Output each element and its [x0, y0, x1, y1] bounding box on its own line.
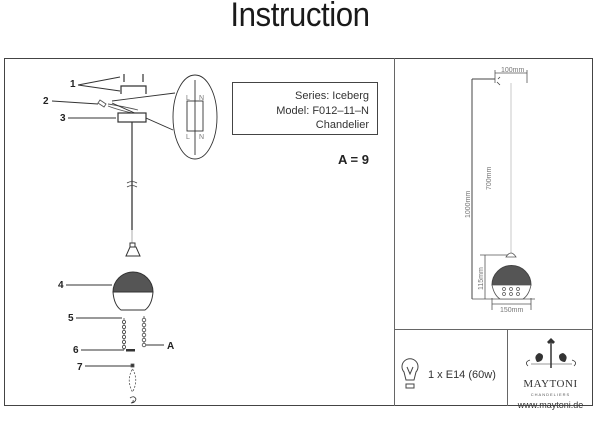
wire-label-n1: N [199, 95, 204, 102]
bulb-spec: 1 x E14 (60w) [428, 369, 496, 381]
leader-1a [77, 76, 121, 86]
callout-3: 3 [60, 113, 66, 124]
series-label: Series: Iceberg [295, 90, 369, 102]
callout-1: 1 [70, 79, 76, 90]
assembly-note: A = 9 [338, 152, 369, 167]
crystal-strand-icon [122, 316, 147, 350]
dimension-drawing [471, 70, 535, 310]
callout-6: 6 [73, 345, 79, 356]
leader-2 [51, 100, 99, 105]
dim-canopy-width: 100mm [501, 67, 525, 74]
brand-name: MAYTONI [523, 378, 578, 390]
callout-4: 4 [58, 280, 64, 291]
dim-shade-diameter: 150mm [500, 307, 524, 314]
canopy-icon [117, 112, 147, 180]
callout-2: 2 [43, 96, 49, 107]
callout-a: A [167, 341, 175, 352]
pendant-crystal-icon [128, 363, 137, 404]
model-label: Model: F012–11–N [276, 104, 369, 117]
footer-divider [507, 329, 509, 406]
wire-label-n2: N [199, 134, 204, 141]
callout-7: 7 [77, 362, 83, 373]
maytoni-logo-icon [526, 338, 576, 368]
dim-shade-height: 115mm [478, 267, 485, 290]
glass-shade-icon [112, 271, 154, 311]
light-bulb-icon [401, 358, 419, 389]
dim-cable-length: 700mm [486, 166, 493, 190]
wiring-detail-bubble [111, 74, 218, 160]
instruction-frame [4, 58, 593, 406]
product-info-box: Series: Iceberg Model: F012–11–N Chandel… [232, 82, 378, 135]
leader-1b [77, 84, 121, 92]
page-title: Instruction [230, 0, 370, 34]
mounting-bracket-icon [120, 74, 147, 94]
vertical-divider [394, 58, 396, 406]
type-label: Chandelier [315, 119, 369, 131]
dimension-shade-icon [491, 252, 532, 300]
lamp-holder-icon [125, 242, 141, 257]
suspension-cable [126, 180, 138, 243]
callout-5: 5 [68, 313, 74, 324]
connector-icon [126, 349, 135, 352]
wiring-labels: L N L N [186, 95, 204, 141]
brand-tagline: CHANDELIERS [530, 392, 571, 397]
horizontal-divider [394, 329, 593, 331]
brand-url[interactable]: www.maytoni.de [517, 400, 584, 410]
dim-total-height: 1000mm [465, 191, 472, 218]
wire-label-l2: L [186, 134, 190, 141]
wire-label-l1: L [186, 95, 190, 102]
